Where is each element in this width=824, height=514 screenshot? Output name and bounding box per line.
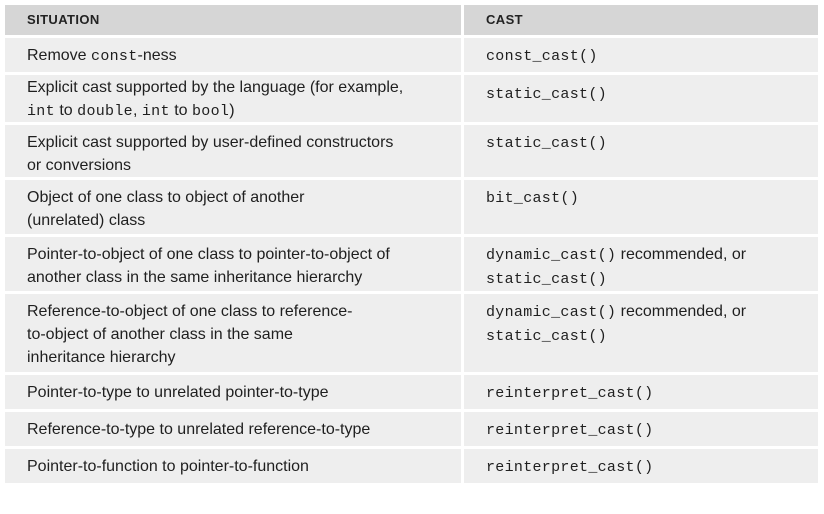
situation-code: const xyxy=(91,48,138,65)
situation-text: Reference-to-type to unrelated reference… xyxy=(27,421,371,438)
situation-text: Pointer-to-function to pointer-to-functi… xyxy=(27,458,309,475)
situation-text: ) xyxy=(229,102,235,119)
cast-code: static_cast() xyxy=(486,271,607,288)
cast-code: reinterpret_cast() xyxy=(486,422,654,439)
situation-cell: Pointer-to-object of one class to pointe… xyxy=(5,237,461,291)
situation-code: double xyxy=(77,103,133,120)
cast-code: static_cast() xyxy=(486,328,607,345)
cast-cell: const_cast() xyxy=(464,38,818,72)
table-row: Explicit cast supported by user-defined … xyxy=(5,125,818,177)
situation-cell: Reference-to-object of one class to refe… xyxy=(5,294,461,372)
situation-text: another class in the same inheritance hi… xyxy=(27,269,363,286)
header-situation: SITUATION xyxy=(5,5,461,35)
situation-text: Object of one class to object of another xyxy=(27,189,305,206)
cast-cell: dynamic_cast() recommended, or static_ca… xyxy=(464,294,818,372)
cast-code: reinterpret_cast() xyxy=(486,385,654,402)
cast-code: bit_cast() xyxy=(486,190,580,207)
situation-text: , xyxy=(132,102,142,119)
situation-text: (unrelated) class xyxy=(27,212,146,229)
cast-cell: reinterpret_cast() xyxy=(464,375,818,409)
situation-cell: Explicit cast supported by user-defined … xyxy=(5,125,461,177)
situation-code: int xyxy=(141,103,170,120)
table-row: Explicit cast supported by the language … xyxy=(5,75,818,122)
cast-cell: dynamic_cast() recommended, or static_ca… xyxy=(464,237,818,291)
cast-text: recommended, or xyxy=(616,303,747,320)
situation-text: Explicit cast supported by user-defined … xyxy=(27,134,394,151)
situation-text: Pointer-to-object of one class to pointe… xyxy=(27,246,390,263)
situation-text: Reference-to-object of one class to refe… xyxy=(27,303,353,320)
table-row: Pointer-to-function to pointer-to-functi… xyxy=(5,449,818,483)
situation-text: Pointer-to-type to unrelated pointer-to-… xyxy=(27,384,329,401)
cast-code: dynamic_cast() xyxy=(486,247,617,264)
table-row: Reference-to-type to unrelated reference… xyxy=(5,412,818,446)
table-row: Remove const-ness const_cast() xyxy=(5,38,818,72)
table-row: Pointer-to-type to unrelated pointer-to-… xyxy=(5,375,818,409)
cast-cell: reinterpret_cast() xyxy=(464,449,818,483)
header-cast: CAST xyxy=(464,5,818,35)
situation-text: inheritance hierarchy xyxy=(27,349,176,366)
table-header-row: SITUATION CAST xyxy=(5,5,818,35)
table-row: Pointer-to-object of one class to pointe… xyxy=(5,237,818,291)
situation-text: Explicit cast supported by the language … xyxy=(27,79,404,96)
cast-code: reinterpret_cast() xyxy=(486,459,654,476)
cast-code: static_cast() xyxy=(486,86,607,103)
cast-code: dynamic_cast() xyxy=(486,304,617,321)
table-row: Reference-to-object of one class to refe… xyxy=(5,294,818,372)
situation-code: int xyxy=(27,103,55,120)
cast-table: SITUATION CAST Remove const-ness const_c… xyxy=(5,5,818,486)
cast-text: recommended, or xyxy=(616,246,747,263)
situation-cell: Reference-to-type to unrelated reference… xyxy=(5,412,461,446)
situation-text: -ness xyxy=(137,47,177,64)
situation-text: or conversions xyxy=(27,157,132,174)
situation-cell: Pointer-to-function to pointer-to-functi… xyxy=(5,449,461,483)
cast-code: const_cast() xyxy=(486,48,598,65)
situation-cell: Object of one class to object of another… xyxy=(5,180,461,234)
table-row: Object of one class to object of another… xyxy=(5,180,818,234)
cast-code: static_cast() xyxy=(486,135,607,152)
situation-text: to xyxy=(54,102,78,119)
situation-text-line2: int to double, int to bool) xyxy=(27,99,447,123)
cast-cell: bit_cast() xyxy=(464,180,818,234)
situation-text: to xyxy=(169,102,192,119)
cast-cell: reinterpret_cast() xyxy=(464,412,818,446)
situation-text: to-object of another class in the same xyxy=(27,326,293,343)
cast-cell: static_cast() xyxy=(464,125,818,177)
situation-cell: Explicit cast supported by the language … xyxy=(5,75,461,122)
situation-text: Remove xyxy=(27,47,92,64)
cast-cell: static_cast() xyxy=(464,75,818,122)
situation-cell: Remove const-ness xyxy=(5,38,461,72)
situation-code: bool xyxy=(191,103,230,120)
situation-cell: Pointer-to-type to unrelated pointer-to-… xyxy=(5,375,461,409)
